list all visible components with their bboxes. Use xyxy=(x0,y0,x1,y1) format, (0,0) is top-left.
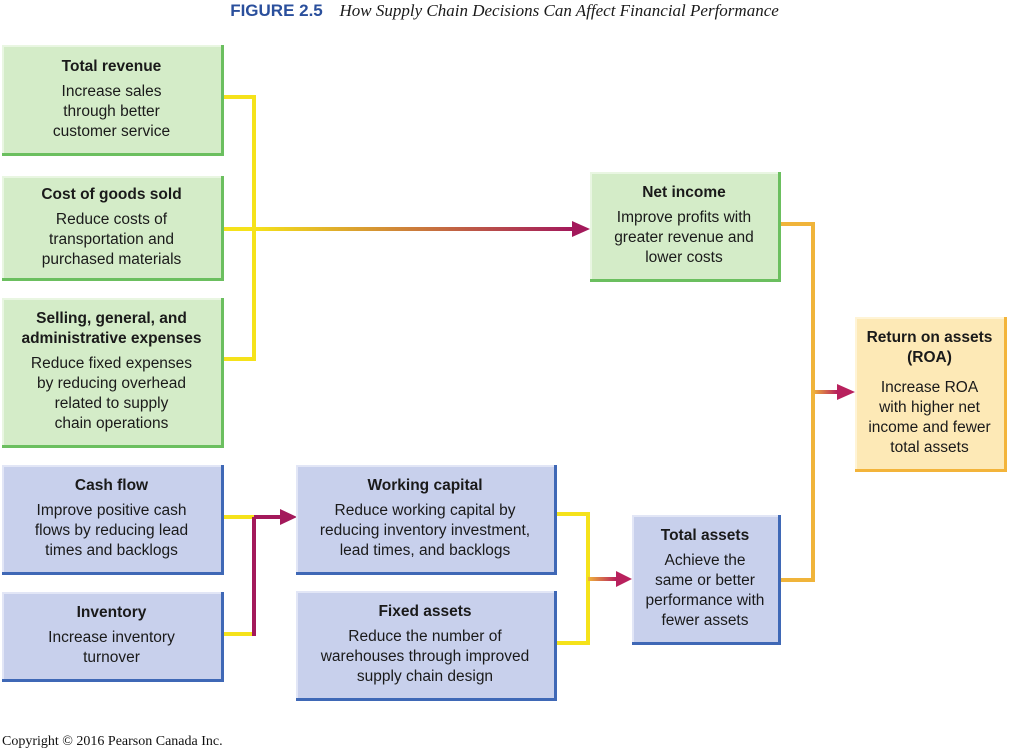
box-description: Reduce working capital by reducing inven… xyxy=(319,502,531,559)
box-cash-flow: Cash flow Improve positive cash flows by… xyxy=(2,465,224,575)
box-description: Reduce fixed expenses by reducing overhe… xyxy=(30,355,193,432)
copyright-notice: Copyright © 2016 Pearson Canada Inc. xyxy=(2,734,223,749)
revenue-cost-connector xyxy=(224,95,590,361)
box-description: Reduce the number of warehouses through … xyxy=(320,628,530,685)
figure-caption: How Supply Chain Decisions Can Affect Fi… xyxy=(339,1,779,20)
box-description: Improve positive cash flows by reducing … xyxy=(34,502,189,559)
box-description: Reduce costs of transportation and purch… xyxy=(41,210,182,268)
arrowhead-roa xyxy=(837,384,855,400)
cashflow-inventory-connector xyxy=(224,509,297,636)
box-title: Working capital xyxy=(367,477,483,494)
arrowhead-net-income xyxy=(572,221,590,237)
figure-number: FIGURE 2.5 xyxy=(230,1,323,20)
box-total-assets: Total assets Achieve the same or better … xyxy=(632,515,781,645)
box-title: Return on assets (ROA) xyxy=(866,329,993,366)
roa-connector xyxy=(781,222,855,582)
box-return-on-assets: Return on assets (ROA) Increase ROA with… xyxy=(855,317,1007,472)
arrowhead-working-capital xyxy=(280,509,297,525)
assets-connector xyxy=(557,512,632,645)
box-working-capital: Working capital Reduce working capital b… xyxy=(296,465,557,575)
box-title: Fixed assets xyxy=(378,603,472,620)
arrowhead-total-assets xyxy=(616,571,632,587)
box-cost-of-goods-sold: Cost of goods sold Reduce costs of trans… xyxy=(2,176,224,281)
box-net-income: Net income Improve profits with greater … xyxy=(590,172,781,282)
box-description: Increase inventory turnover xyxy=(48,629,175,666)
box-title: Net income xyxy=(642,184,726,201)
figure-title: FIGURE 2.5 How Supply Chain Decisions Ca… xyxy=(0,0,1009,22)
box-total-revenue: Total revenue Increase sales through bet… xyxy=(2,45,224,156)
box-title: Total assets xyxy=(660,527,750,544)
box-title: Cash flow xyxy=(74,477,149,494)
box-description: Increase ROA with higher net income and … xyxy=(868,379,991,456)
box-title: Total revenue xyxy=(61,57,162,75)
box-fixed-assets: Fixed assets Reduce the number of wareho… xyxy=(296,591,557,701)
box-title: Cost of goods sold xyxy=(41,185,182,203)
box-description: Increase sales through better customer s… xyxy=(52,82,171,140)
box-title: Selling, general, and administrative exp… xyxy=(21,310,202,347)
box-inventory: Inventory Increase inventory turnover xyxy=(2,592,224,682)
box-sga-expenses: Selling, general, and administrative exp… xyxy=(2,298,224,448)
box-description: Improve profits with greater revenue and… xyxy=(614,209,754,266)
box-title: Inventory xyxy=(76,604,147,621)
box-description: Achieve the same or better performance w… xyxy=(645,552,765,629)
